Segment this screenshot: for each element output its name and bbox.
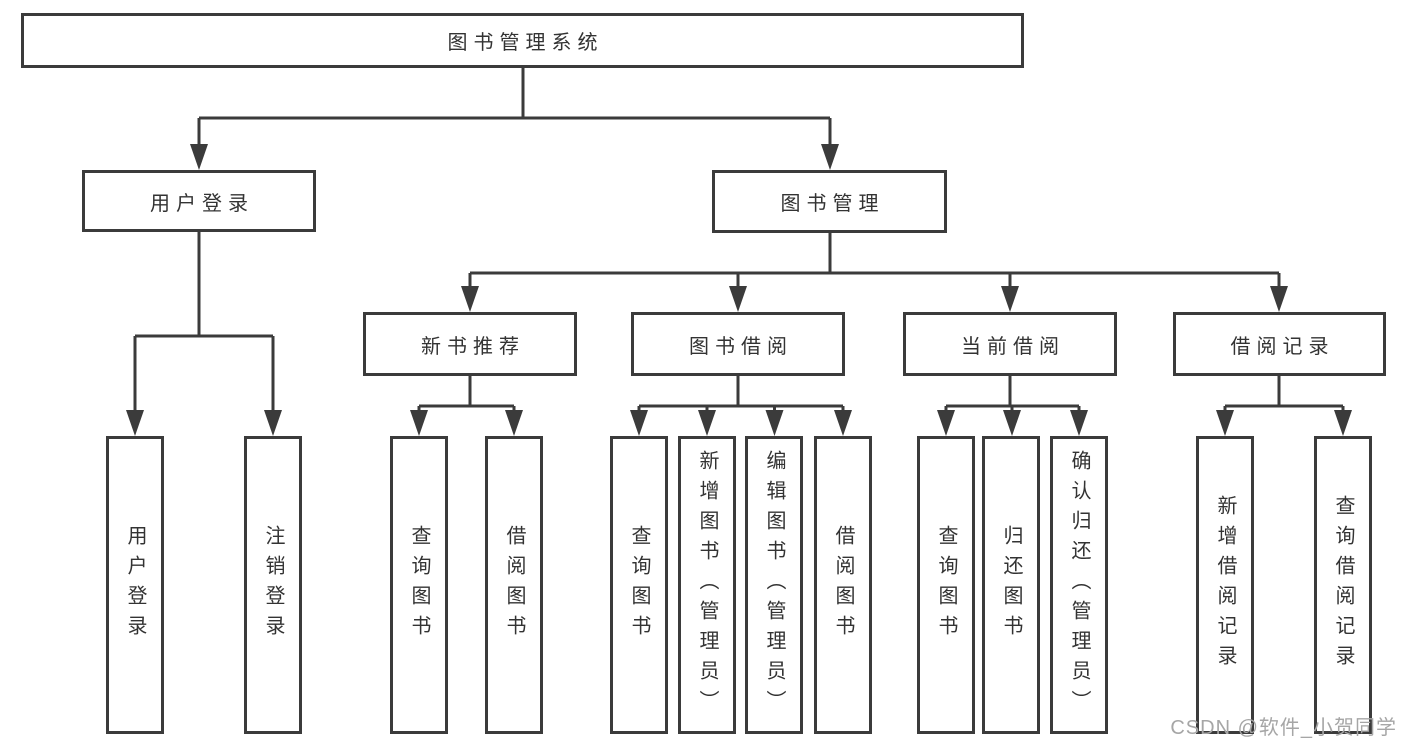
arrowhead (1003, 410, 1021, 436)
leaf-record-add-record: 新增借阅记录 (1196, 436, 1254, 734)
arrowhead (729, 286, 747, 312)
node-user-login-label: 用户登录 (150, 192, 254, 215)
connector-root (197, 68, 832, 146)
leaf-logout-login: 注销登录 (244, 436, 302, 734)
leaf-current-confirm-return-admin: 确认归还（管理员） (1050, 436, 1108, 734)
leaf-current-query-book-label: 查询图书 (935, 525, 957, 645)
node-root-label: 图书管理系统 (447, 32, 604, 54)
arrowhead (1216, 410, 1234, 436)
leaf-borrow-edit-book-admin-label: 编辑图书（管理员） (763, 450, 785, 720)
connector-current-borrow (944, 376, 1081, 414)
leaf-record-add-record-label: 新增借阅记录 (1214, 495, 1236, 675)
arrowhead (1334, 410, 1352, 436)
leaf-newbook-query-book: 查询图书 (390, 436, 448, 734)
arrowhead (505, 410, 523, 436)
leaf-newbook-query-book-label: 查询图书 (408, 525, 430, 645)
watermark: CSDN @软件_小贺同学 (1170, 717, 1397, 739)
connector-book-borrow (637, 376, 845, 414)
node-new-book-recommend-label: 新书推荐 (421, 335, 525, 358)
arrowhead (1270, 286, 1288, 312)
node-current-borrow: 当前借阅 (903, 312, 1117, 376)
leaf-current-return-book-label: 归还图书 (1000, 525, 1022, 645)
leaf-borrow-query-book-label: 查询图书 (628, 525, 650, 645)
arrowhead (937, 410, 955, 436)
arrowhead (630, 410, 648, 436)
node-book-management-label: 图书管理 (780, 193, 885, 215)
arrowhead (1070, 410, 1088, 436)
leaf-user-login-label: 用户登录 (124, 525, 146, 645)
leaf-user-login: 用户登录 (106, 436, 164, 734)
connector-book-management (468, 233, 1281, 288)
node-book-borrow: 图书借阅 (631, 312, 845, 376)
leaf-borrow-add-book-admin-label: 新增图书（管理员） (696, 450, 718, 720)
arrowhead (698, 410, 716, 436)
connector-user-login (133, 232, 275, 414)
leaf-borrow-add-book-admin: 新增图书（管理员） (678, 436, 736, 734)
node-borrow-record: 借阅记录 (1173, 312, 1386, 376)
leaf-record-query-record-label: 查询借阅记录 (1332, 495, 1354, 675)
leaf-current-return-book: 归还图书 (982, 436, 1040, 734)
connector-borrow-record (1223, 376, 1345, 414)
node-book-borrow-label: 图书借阅 (689, 335, 793, 358)
arrowhead (410, 410, 428, 436)
arrowhead (1001, 286, 1019, 312)
node-new-book-recommend: 新书推荐 (363, 312, 577, 376)
node-user-login: 用户登录 (82, 170, 316, 232)
arrowhead (264, 410, 282, 436)
arrowhead (765, 410, 784, 436)
leaf-current-query-book: 查询图书 (917, 436, 975, 734)
node-current-borrow-label: 当前借阅 (961, 335, 1065, 358)
arrowhead (461, 286, 479, 312)
leaf-record-query-record: 查询借阅记录 (1314, 436, 1372, 734)
arrowhead (834, 410, 852, 436)
leaf-current-confirm-return-admin-label: 确认归还（管理员） (1068, 450, 1090, 720)
node-borrow-record-label: 借阅记录 (1230, 335, 1335, 358)
arrowhead (821, 144, 839, 170)
leaf-borrow-borrow-book: 借阅图书 (814, 436, 872, 734)
node-root: 图书管理系统 (21, 13, 1024, 68)
connector-new-book (417, 376, 516, 414)
arrowhead (126, 410, 144, 436)
leaf-borrow-edit-book-admin: 编辑图书（管理员） (745, 436, 803, 734)
leaf-newbook-borrow-book-label: 借阅图书 (503, 525, 525, 645)
node-book-management: 图书管理 (712, 170, 947, 233)
leaf-borrow-borrow-book-label: 借阅图书 (832, 525, 854, 645)
leaf-logout-login-label: 注销登录 (262, 525, 284, 645)
leaf-borrow-query-book: 查询图书 (610, 436, 668, 734)
leaf-newbook-borrow-book: 借阅图书 (485, 436, 543, 734)
arrowhead (190, 144, 208, 170)
